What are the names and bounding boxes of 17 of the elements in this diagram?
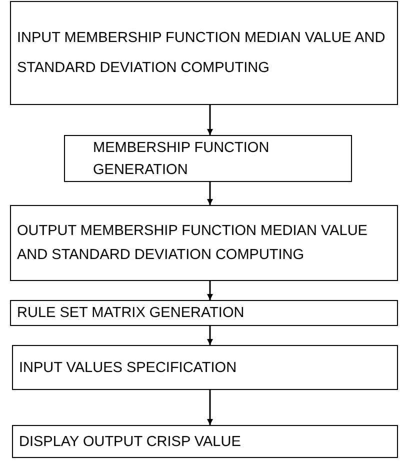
box-label: INPUT MEMBERSHIP FUNCTION MEDIAN VALUE AND STANDARD DEVIATION COMPUTING — [16, 29, 386, 78]
process-box — [10, 1, 398, 105]
process-box — [10, 300, 398, 326]
process-box — [10, 205, 398, 281]
box-label: DISPLAY OUTPUT CRISP VALUE — [18, 432, 242, 452]
arrow — [207, 390, 213, 425]
box-label: MEMBERSHIP FUNCTION GENERATION — [92, 138, 270, 180]
arrow — [207, 326, 213, 345]
box-label: OUTPUT MEMBERSHIP FUNCTION MEDIAN VALUE AND STANDARD DEVIATION COMPUTING — [16, 222, 368, 265]
arrow — [207, 105, 213, 135]
box-label: RULE SET MATRIX GENERATION — [16, 304, 246, 323]
arrow — [207, 281, 213, 300]
arrow — [207, 182, 213, 205]
process-box — [12, 425, 398, 458]
process-box — [12, 345, 398, 390]
box-label: INPUT VALUES SPECIFICATION — [18, 358, 238, 378]
process-box — [64, 135, 352, 182]
